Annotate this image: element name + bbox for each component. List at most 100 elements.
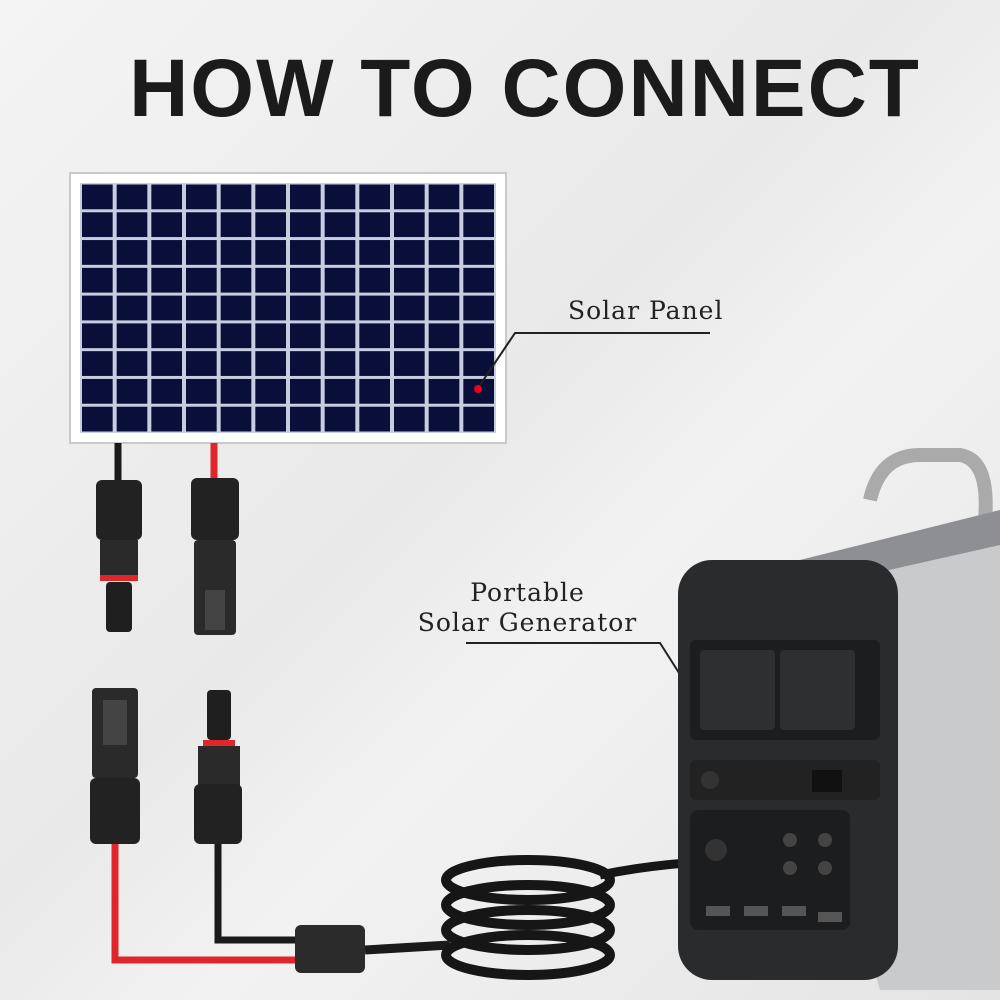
ac-outlet-left xyxy=(700,650,775,730)
solar-cell xyxy=(324,378,356,404)
solar-cell xyxy=(186,295,217,321)
solar-cell xyxy=(428,295,460,321)
solar-cell xyxy=(324,184,356,210)
solar-cell xyxy=(359,378,390,404)
generator-pointer xyxy=(466,642,696,699)
solar-cell xyxy=(82,295,113,321)
solar-cell xyxy=(394,378,425,404)
solar-cell xyxy=(359,212,390,238)
solar-cell xyxy=(290,323,321,349)
solar-cell xyxy=(255,240,286,265)
solar-cell xyxy=(324,351,356,376)
solar-panel xyxy=(69,172,507,444)
solar-cell xyxy=(116,351,148,376)
solar-cell xyxy=(220,323,252,349)
solar-cell xyxy=(116,267,148,293)
solar-cell xyxy=(255,378,286,404)
solar-cell xyxy=(255,406,286,432)
solar-cell xyxy=(394,184,425,210)
solar-cell xyxy=(151,295,182,321)
solar-cell xyxy=(116,378,148,404)
mc4-connector-female-top xyxy=(191,478,239,635)
solar-cell xyxy=(255,351,286,376)
mc4-connector-female-bottom xyxy=(90,688,140,844)
solar-cell xyxy=(186,184,217,210)
solar-cell xyxy=(428,351,460,376)
solar-cell xyxy=(255,267,286,293)
solar-cell xyxy=(324,406,356,432)
solar-cell xyxy=(255,323,286,349)
solar-panel-pointer xyxy=(477,332,710,389)
generator-label: Portable Solar Generator xyxy=(410,578,645,638)
solar-cell xyxy=(220,240,252,265)
portable-solar-generator xyxy=(678,448,1000,990)
solar-cell xyxy=(116,406,148,432)
solar-cell xyxy=(394,212,425,238)
generator-label-line1: Portable xyxy=(470,578,585,607)
mc4-connector-male-bottom xyxy=(194,690,242,844)
solar-cell xyxy=(463,323,494,349)
solar-cell xyxy=(186,267,217,293)
solar-cell xyxy=(290,378,321,404)
solar-cell xyxy=(394,240,425,265)
solar-cell xyxy=(394,295,425,321)
solar-cell xyxy=(82,267,113,293)
cable-coil xyxy=(441,855,615,980)
solar-cell xyxy=(82,378,113,404)
ac-outlet-right xyxy=(780,650,855,730)
solar-cell xyxy=(220,295,252,321)
solar-cell xyxy=(220,351,252,376)
solar-cell xyxy=(186,212,217,238)
solar-cell xyxy=(220,406,252,432)
solar-cell xyxy=(82,323,113,349)
solar-cell xyxy=(463,240,494,265)
solar-cell xyxy=(394,406,425,432)
solar-cell xyxy=(463,212,494,238)
solar-cell xyxy=(82,184,113,210)
solar-cell xyxy=(116,184,148,210)
solar-cell xyxy=(394,267,425,293)
solar-cell xyxy=(428,184,460,210)
solar-cell xyxy=(428,267,460,293)
solar-cell xyxy=(463,406,494,432)
solar-cell xyxy=(255,212,286,238)
solar-cell xyxy=(151,406,182,432)
solar-cell xyxy=(151,351,182,376)
generator-label-line2: Solar Generator xyxy=(417,608,638,637)
solar-cell xyxy=(186,323,217,349)
solar-cell xyxy=(359,267,390,293)
solar-cell xyxy=(359,351,390,376)
solar-cell xyxy=(186,378,217,404)
solar-cell xyxy=(359,323,390,349)
solar-cell xyxy=(290,351,321,376)
solar-cell xyxy=(220,212,252,238)
solar-cell xyxy=(394,323,425,349)
solar-cell xyxy=(82,212,113,238)
solar-cell xyxy=(324,212,356,238)
solar-panel-label: Solar Panel xyxy=(568,296,724,325)
solar-cell xyxy=(428,240,460,265)
solar-cell xyxy=(220,378,252,404)
solar-cell xyxy=(151,240,182,265)
solar-cell xyxy=(290,240,321,265)
solar-cell xyxy=(151,267,182,293)
red-cable xyxy=(111,844,300,964)
solar-cell xyxy=(428,406,460,432)
solar-cell xyxy=(220,184,252,210)
solar-cell xyxy=(290,295,321,321)
solar-cell xyxy=(82,406,113,432)
solar-cell xyxy=(255,184,286,210)
solar-cell xyxy=(463,295,494,321)
solar-cell xyxy=(186,351,217,376)
solar-cell xyxy=(324,323,356,349)
solar-cell xyxy=(116,295,148,321)
solar-cell xyxy=(463,267,494,293)
solar-cell xyxy=(220,267,252,293)
solar-cell xyxy=(151,323,182,349)
solar-cell xyxy=(359,184,390,210)
solar-cell xyxy=(428,323,460,349)
solar-cell xyxy=(151,212,182,238)
solar-cell xyxy=(428,212,460,238)
solar-cell xyxy=(290,406,321,432)
